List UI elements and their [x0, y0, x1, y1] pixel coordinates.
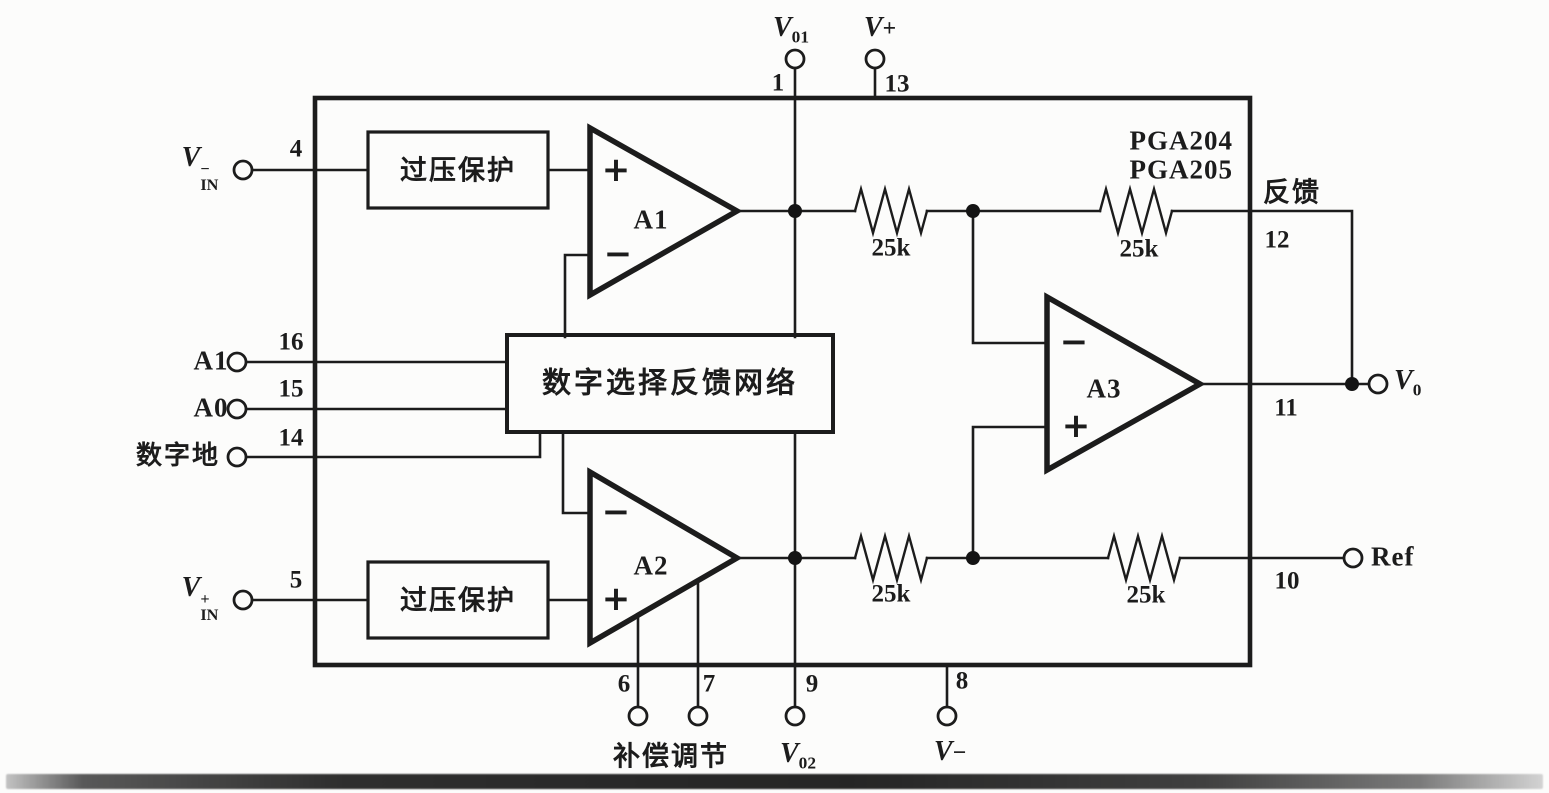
terminal-pin6	[627, 705, 649, 727]
wire-a1-inverting-loop	[563, 253, 592, 339]
terminal-digital-ground	[226, 446, 248, 468]
a1-minus-sign: −	[603, 234, 633, 274]
feedback-annotation: 反馈	[1263, 177, 1321, 208]
wire-a3-inverting-feed	[971, 209, 1049, 345]
r2-value: 25k	[1119, 235, 1159, 263]
vin-minus-label: V−IN	[181, 142, 219, 195]
pin16-number: 16	[278, 328, 304, 356]
a2-label: A2	[633, 550, 669, 581]
junction-a2-output	[788, 551, 802, 565]
part-number-pga204: PGA204	[1129, 125, 1233, 156]
ovp-top-label: 过压保护	[400, 155, 516, 186]
pin13-number: 13	[884, 70, 910, 98]
resistor-r3-zigzag	[853, 531, 929, 585]
terminal-v01	[784, 48, 806, 70]
pin15-number: 15	[278, 375, 304, 403]
pin11-number: 11	[1274, 394, 1298, 422]
resistor-r1-zigzag	[853, 184, 929, 238]
digital-ground-label: 数字地	[135, 441, 221, 470]
junction-r3-r4	[966, 551, 980, 565]
v0-label: V0	[1394, 365, 1422, 400]
pin8-number: 8	[955, 667, 969, 695]
resistor-r2-zigzag	[1098, 184, 1174, 238]
a3-minus-sign: −	[1059, 322, 1089, 362]
pin10-number: 10	[1274, 567, 1300, 595]
v01-top-label: V01	[772, 12, 810, 47]
a1-plus-sign: +	[601, 150, 631, 190]
vin-plus-label: V+IN	[181, 572, 219, 625]
resistor-r4-zigzag	[1106, 531, 1182, 585]
a2-minus-sign: −	[601, 492, 631, 532]
ovp-bottom-label: 过压保护	[400, 585, 516, 616]
a1-select-label: A1	[193, 345, 229, 376]
junction-v0	[1345, 377, 1359, 391]
vplus-top-label: V+	[863, 12, 897, 43]
r1-value: 25k	[871, 234, 911, 262]
a3-label: A3	[1086, 373, 1122, 404]
a2-plus-sign: +	[601, 579, 631, 619]
r3-value: 25k	[871, 580, 911, 608]
ic-outline-box	[312, 95, 1253, 668]
a3-plus-sign: +	[1061, 406, 1091, 446]
feedback-network-box	[505, 333, 835, 434]
pin14-number: 14	[278, 424, 304, 452]
vminus-bottom-label: V−	[933, 736, 967, 767]
ref-label: Ref	[1371, 541, 1415, 572]
opamp-a1-symbol	[587, 123, 743, 300]
wire-digital-ground	[244, 430, 542, 459]
terminal-vplus	[864, 48, 886, 70]
comp-adjust-label: 补偿调节	[613, 741, 729, 772]
terminal-a1-select	[226, 351, 248, 373]
pin1-number: 1	[771, 69, 785, 97]
wire-a2-inverting-loop	[561, 430, 592, 515]
terminal-vminus	[936, 705, 958, 727]
pin4-number: 4	[289, 135, 303, 163]
terminal-vin-plus	[232, 589, 254, 611]
opamp-a2-symbol	[587, 467, 743, 648]
pin7-number: 7	[702, 670, 716, 698]
pin5-number: 5	[289, 566, 303, 594]
terminal-ref	[1342, 547, 1364, 569]
a0-select-label: A0	[193, 392, 229, 423]
r4-value: 25k	[1126, 581, 1166, 609]
v02-bottom-label: V02	[779, 738, 817, 773]
feedback-network-label: 数字选择反馈网络	[541, 367, 799, 400]
page-edge-shadow	[6, 774, 1543, 789]
terminal-vin-minus	[232, 159, 254, 181]
wire-a3-noninverting-feed	[971, 425, 1049, 560]
terminal-pin7	[687, 705, 709, 727]
pin9-number: 9	[805, 670, 819, 698]
terminal-a0-select	[226, 398, 248, 420]
a1-label: A1	[633, 204, 669, 235]
pin6-number: 6	[617, 670, 631, 698]
wire-feedback-to-v0	[1170, 209, 1354, 386]
part-number-pga205: PGA205	[1129, 154, 1233, 185]
terminal-v02	[784, 705, 806, 727]
pin12-number: 12	[1264, 226, 1290, 254]
terminal-v0	[1367, 373, 1389, 395]
opamp-a3-symbol	[1044, 292, 1206, 475]
junction-r1-r2	[966, 204, 980, 218]
junction-a1-output	[788, 204, 802, 218]
